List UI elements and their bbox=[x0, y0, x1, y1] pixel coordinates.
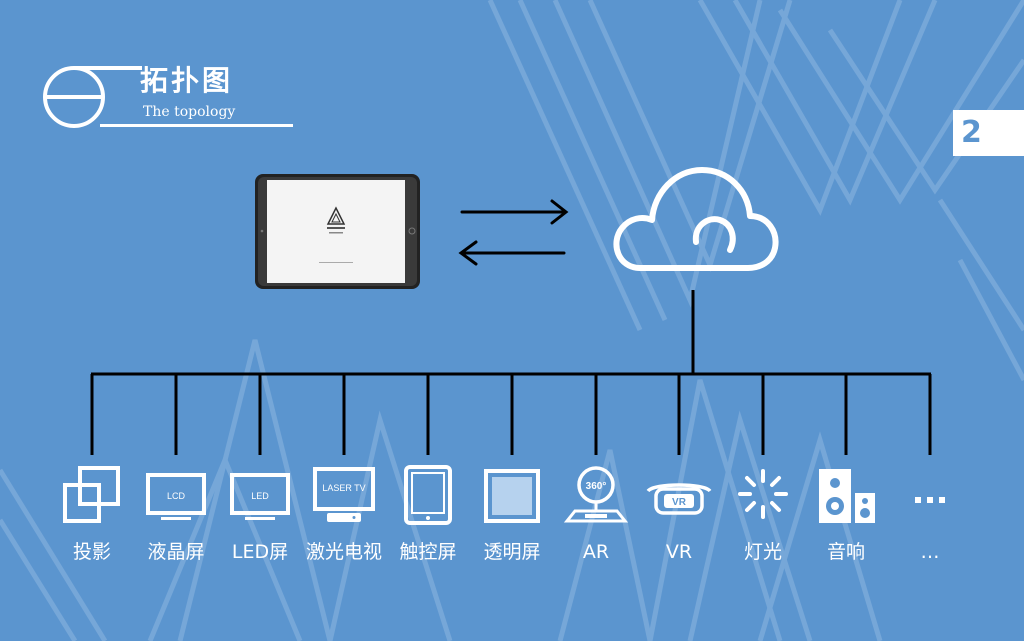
device-label-led: LED屏 bbox=[231, 541, 289, 563]
page-number-badge: 2 bbox=[953, 110, 1024, 156]
lcd-screen-text: LCD bbox=[167, 491, 186, 501]
tablet-icon bbox=[255, 174, 420, 289]
device-label-transparent: 透明屏 bbox=[483, 541, 541, 563]
title-underline bbox=[100, 124, 293, 127]
vr-screen-text: VR bbox=[672, 497, 687, 508]
laser-tv-screen-text: LASER TV bbox=[322, 483, 365, 493]
device-label-more: … bbox=[920, 541, 940, 563]
ar-360-text: 360° bbox=[586, 481, 607, 492]
vr-headset-icon: VR bbox=[644, 463, 714, 527]
sync-arrows-icon bbox=[458, 199, 569, 266]
device-label-lcd: 液晶屏 bbox=[147, 541, 205, 563]
device-label-speaker: 音响 bbox=[826, 541, 865, 563]
projection-icon bbox=[57, 463, 127, 527]
connection-tree bbox=[90, 290, 932, 455]
device-label-touch: 触控屏 bbox=[399, 541, 457, 563]
lcd-screen-icon: LCD bbox=[141, 463, 211, 527]
device-label-vr: VR bbox=[665, 541, 693, 563]
speaker-icon bbox=[811, 463, 881, 527]
led-screen-icon: LED bbox=[225, 463, 295, 527]
laser-tv-icon: LASER TV bbox=[309, 463, 379, 527]
transparent-screen-icon bbox=[477, 463, 547, 527]
topology-logo-icon bbox=[43, 66, 142, 128]
more-icon bbox=[895, 463, 965, 527]
led-screen-text: LED bbox=[251, 491, 269, 501]
device-label-projection: 投影 bbox=[72, 541, 111, 563]
page-subtitle: The topology bbox=[143, 104, 236, 120]
cloud-icon bbox=[613, 167, 779, 271]
lighting-icon bbox=[728, 463, 798, 527]
ar-icon: 360° bbox=[561, 463, 631, 527]
device-label-ar: AR bbox=[582, 541, 610, 563]
device-label-lighting: 灯光 bbox=[743, 541, 782, 563]
page-title: 拓扑图 bbox=[140, 64, 234, 97]
device-label-laser-tv: 激光电视 bbox=[305, 541, 382, 563]
touch-screen-icon bbox=[393, 463, 463, 527]
